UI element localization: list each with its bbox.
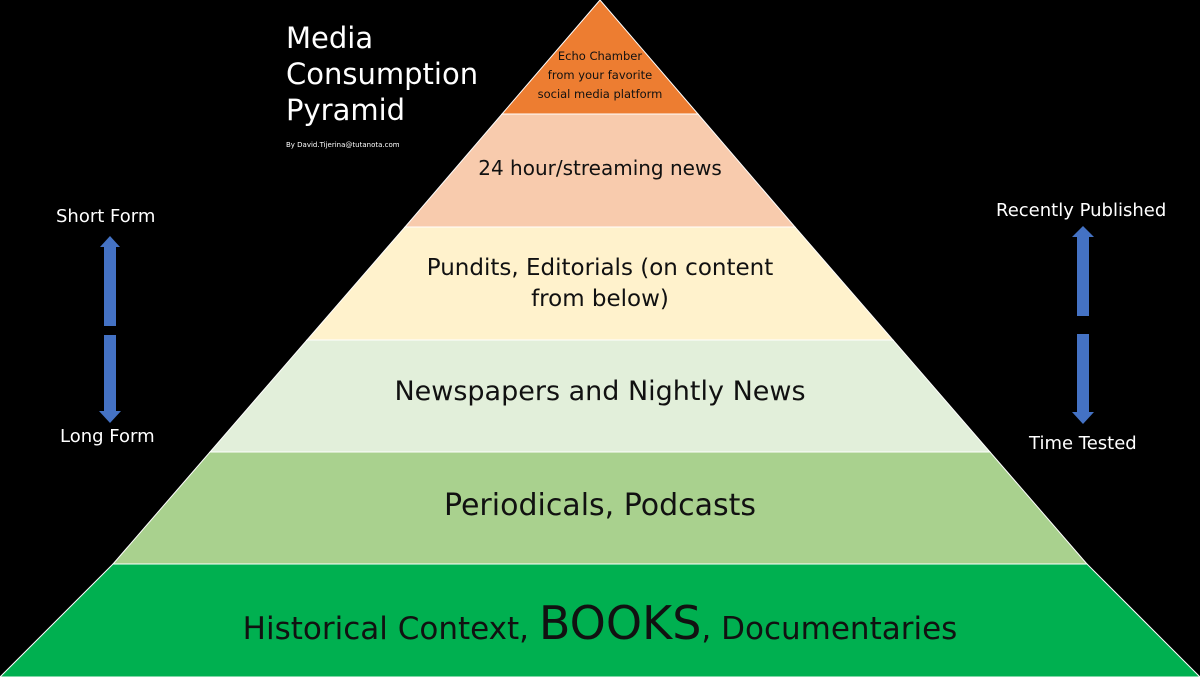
title-line-3: Pyramid (286, 93, 406, 127)
tier-pundits-label: Pundits, Editorials (on content from bel… (350, 253, 850, 315)
title-line-1: Media (286, 21, 374, 55)
tier-newspapers-label: Newspapers and Nightly News (394, 376, 806, 407)
tier-streaming-label: 24 hour/streaming news (478, 156, 722, 180)
tier-echo-label: Echo Chamber from your favorite social m… (500, 47, 700, 104)
author-byline: By David.Tijerina@tutanota.com (286, 141, 400, 149)
pundits-line-2: from below) (531, 286, 669, 312)
books-suffix: , Documentaries (701, 611, 958, 647)
tier-books (0, 563, 1200, 677)
left-up-arrow-icon (100, 236, 120, 326)
left-axis-bottom-label: Long Form (60, 426, 155, 447)
books-prefix: Historical Context, (242, 611, 539, 647)
echo-line-3: social media platform (537, 87, 663, 101)
right-up-arrow-icon (1072, 226, 1094, 316)
left-axis-top-label: Short Form (56, 206, 156, 227)
right-axis-bottom-label: Time Tested (1029, 433, 1137, 454)
right-down-arrow-icon (1072, 334, 1094, 424)
echo-line-2: from your favorite (547, 68, 653, 82)
books-emphasis: BOOKS (538, 596, 702, 650)
right-axis-top-label: Recently Published (996, 200, 1167, 221)
pundits-line-1: Pundits, Editorials (on content (426, 255, 774, 281)
echo-line-1: Echo Chamber (557, 49, 643, 63)
pyramid-title: Media Consumption Pyramid (286, 20, 478, 128)
title-line-2: Consumption (286, 57, 479, 91)
tier-periodicals-label: Periodicals, Podcasts (443, 488, 757, 523)
tier-books-label: Historical Context, BOOKS, Documentaries (100, 598, 1100, 654)
left-down-arrow-icon (99, 335, 121, 423)
